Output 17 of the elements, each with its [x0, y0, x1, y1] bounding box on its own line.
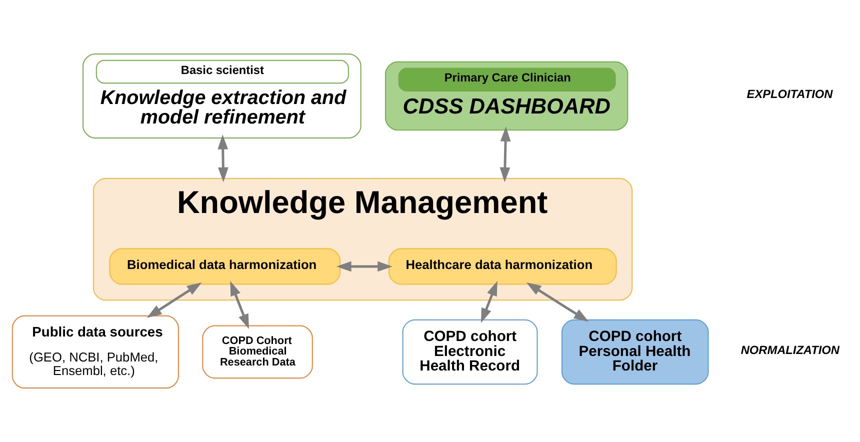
arrow: [336, 261, 392, 272]
node-box: Public data sources (GEO, NCBI, PubMed, Ensembl, etc.): [12, 315, 179, 389]
arrow: [526, 282, 589, 322]
node-box: COPD Cohort Biomedical Research Data: [202, 325, 313, 379]
arrow: [500, 126, 511, 182]
node-box: Healthcare data harmonization: [388, 248, 617, 285]
arrow: [218, 134, 228, 182]
node-box: COPD cohort Electronic Health Record: [402, 319, 538, 385]
arrow: [146, 282, 202, 318]
node-box: COPD cohort Personal Health Folder: [561, 319, 709, 385]
arrow: [230, 280, 249, 330]
node-box: Basic scientist Knowledge extraction and model refinement: [82, 53, 362, 138]
node-box: Primary Care Clinician CDSS DASHBOARD: [385, 61, 628, 131]
label: NORMALIZATION: [740, 343, 840, 358]
arrow: [480, 280, 498, 324]
node-box: Biomedical data harmonization: [109, 248, 341, 285]
label: EXPLOITATION: [746, 87, 833, 102]
